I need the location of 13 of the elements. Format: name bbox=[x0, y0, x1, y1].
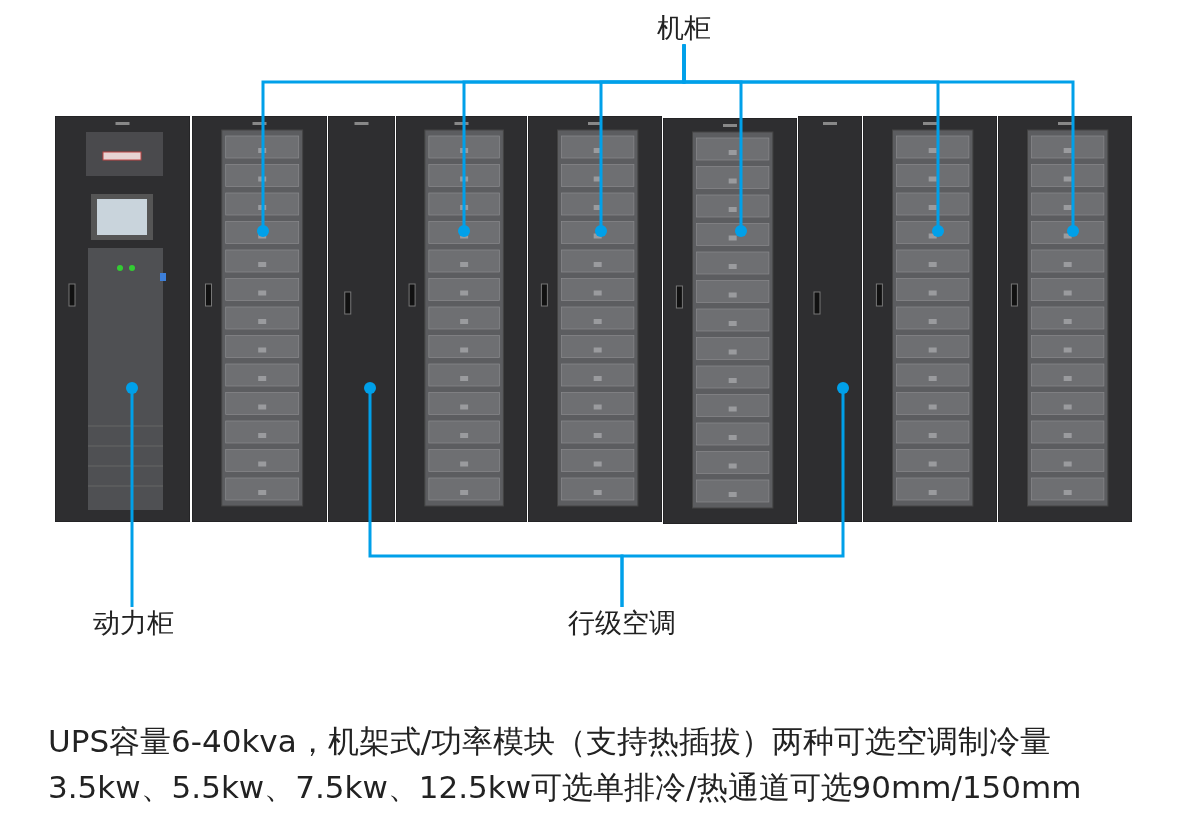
callout-label: 行级空调 bbox=[568, 607, 676, 640]
air-conditioner-cabinet-drawing bbox=[798, 116, 862, 522]
leader-line bbox=[126, 382, 138, 607]
callout-label: 动力柜 bbox=[92, 607, 174, 640]
leader-line bbox=[682, 44, 1079, 237]
power-cabinet-drawing bbox=[55, 116, 190, 522]
rack-cabinet-drawing bbox=[396, 116, 527, 522]
rack-cabinet-drawing bbox=[528, 116, 662, 522]
callout-label: 机柜 bbox=[657, 12, 711, 45]
leader-line bbox=[620, 382, 849, 607]
air-conditioner-cabinet-drawing bbox=[328, 116, 395, 522]
rack-cabinet-drawing bbox=[998, 116, 1132, 522]
description-text: UPS容量6-40kva，机架式/功率模块（支持热插拔）两种可选空调制冷量3.5kw、5.5kw、7.5kw、12.5kw可选单排冷/热通道可选90mm/150mm bbox=[48, 722, 1083, 807]
